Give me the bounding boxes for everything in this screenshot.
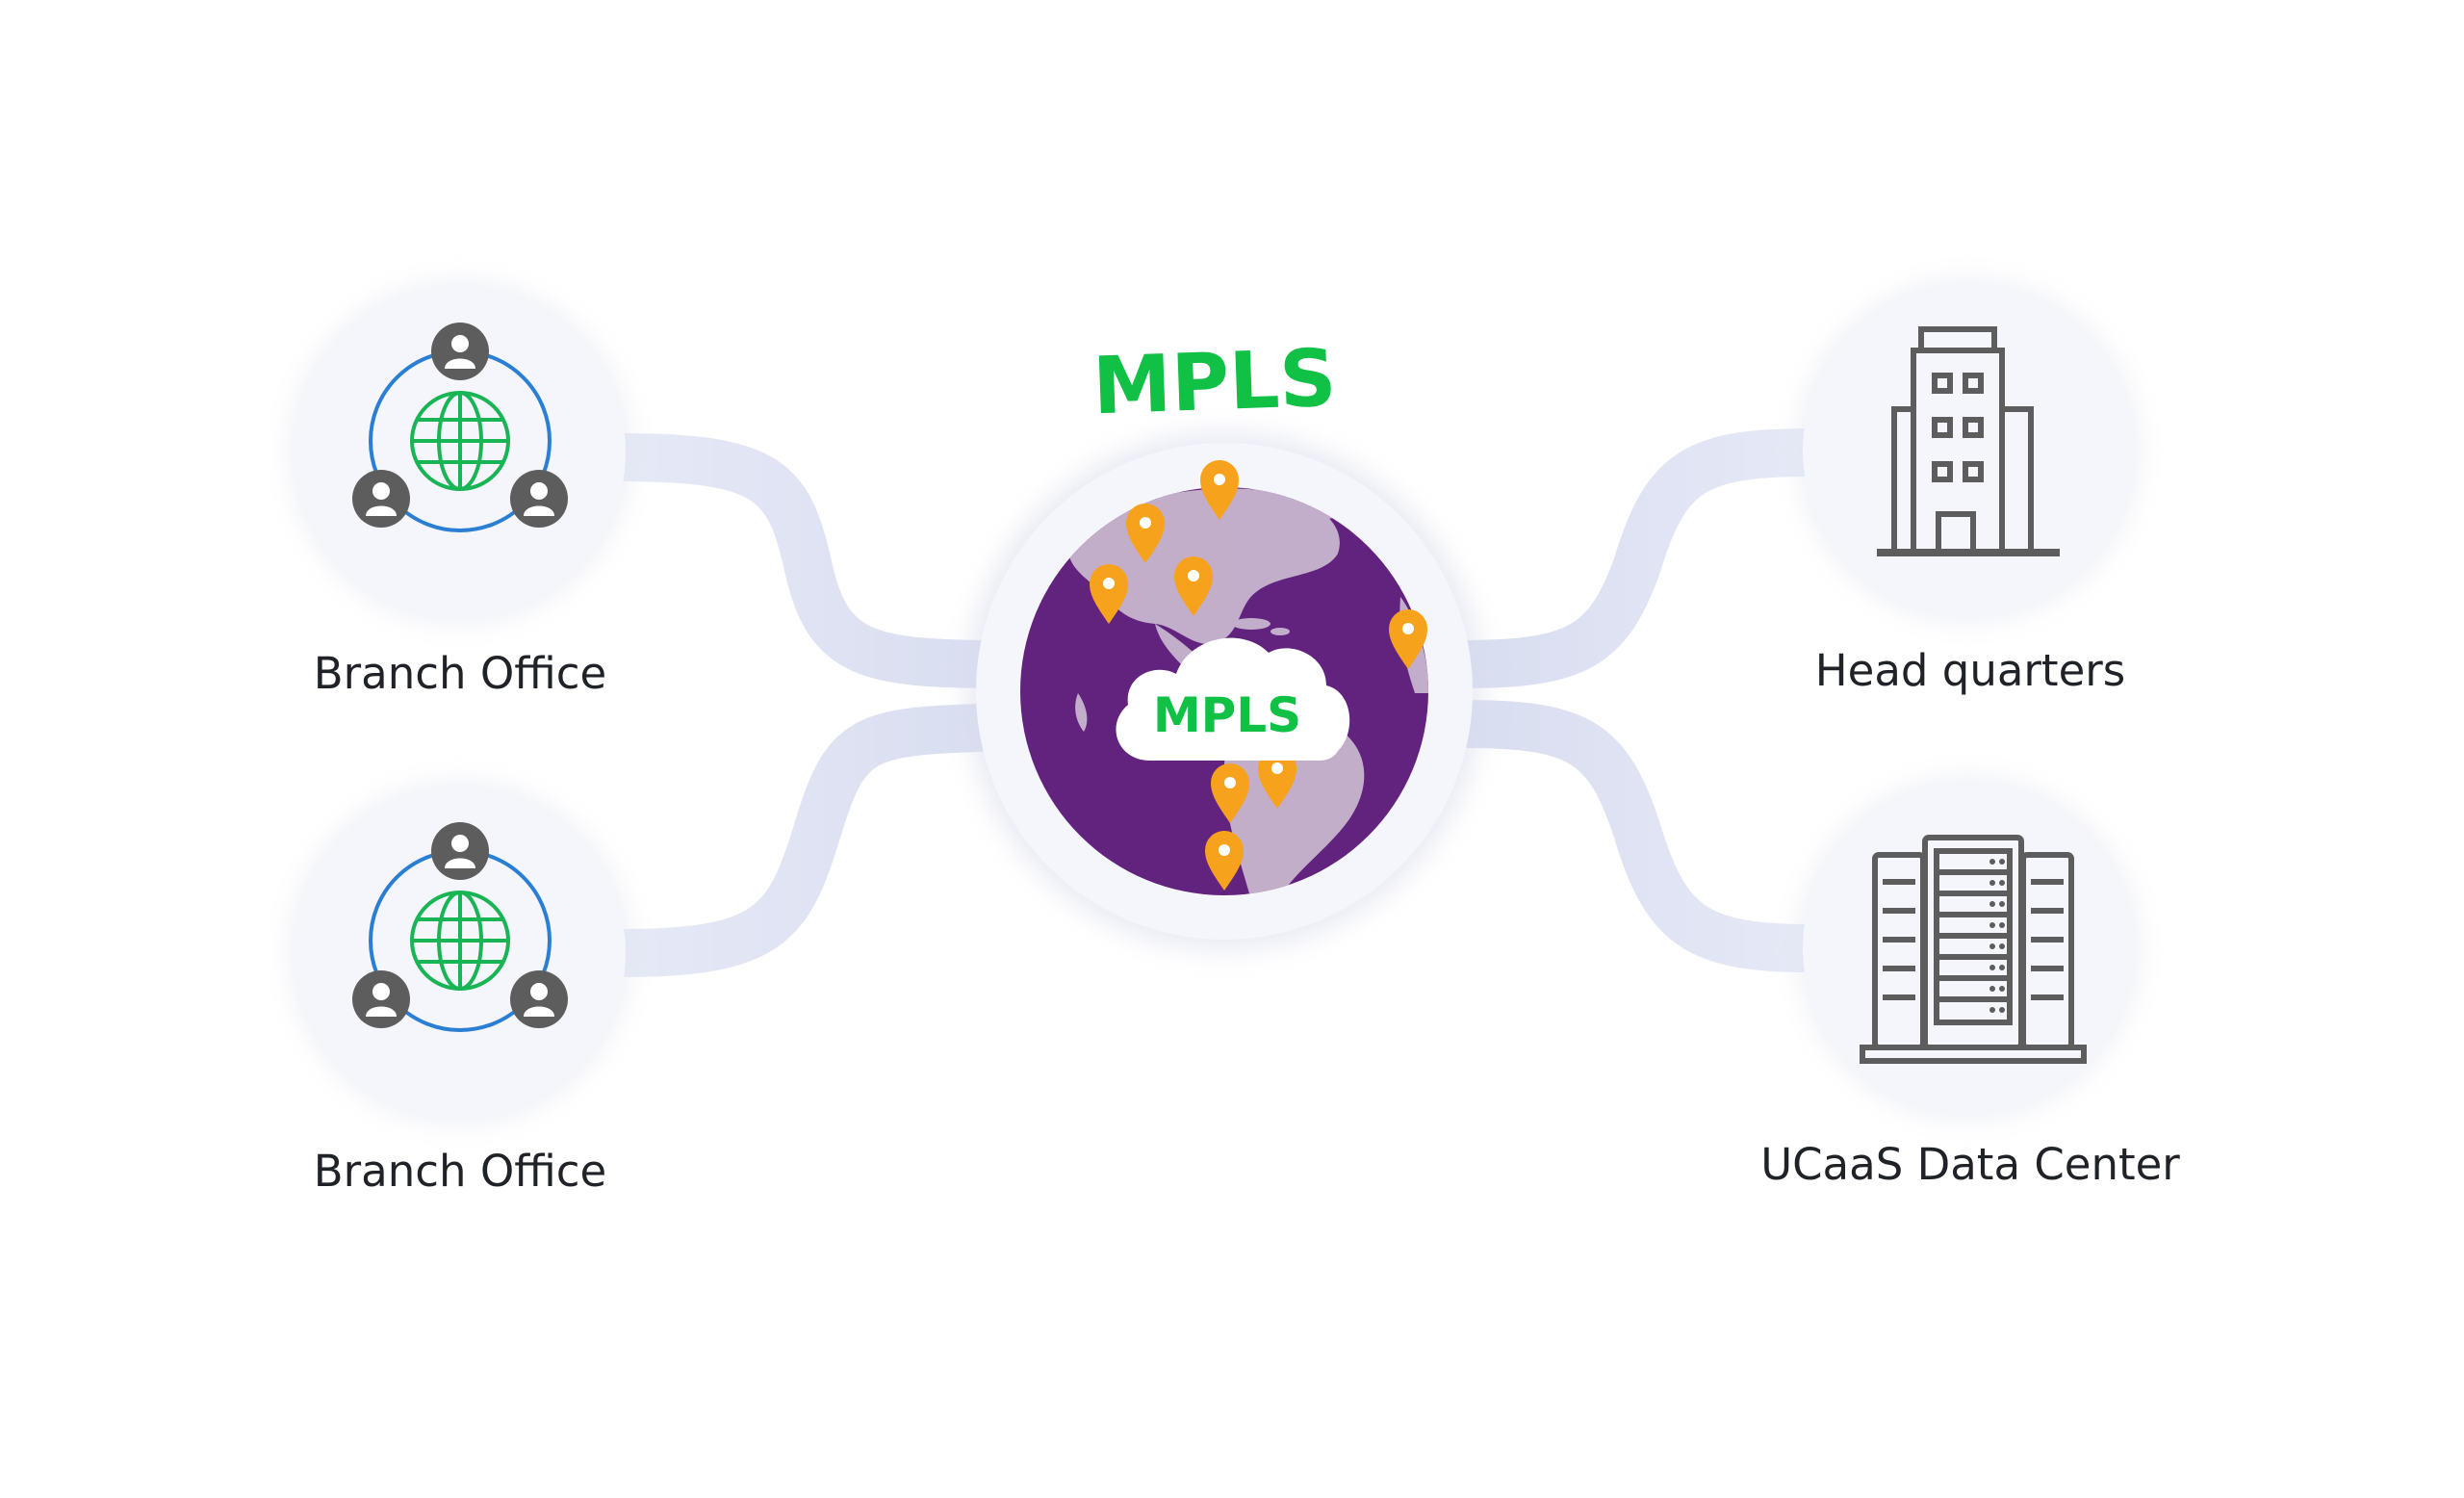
- cloud-icon: [1116, 637, 1350, 761]
- diagram-title: MPLS: [1091, 333, 1338, 433]
- node-label: Branch Office: [314, 648, 606, 699]
- node-branch-office-1: Branch Office: [291, 283, 629, 699]
- office-building-icon: [1877, 326, 2060, 556]
- connector-headquarters: [1462, 428, 1810, 688]
- node-label: Head quarters: [1815, 645, 2125, 696]
- node-ucaas-data-center: UCaaS Data Center: [1760, 779, 2180, 1190]
- mpls-hub: MPLS: [966, 433, 1482, 949]
- node-headquarters: Head quarters: [1799, 281, 2138, 696]
- connector-lines: [620, 428, 1810, 977]
- server-rack-icon: [1860, 835, 2087, 1064]
- node-branch-office-2: Branch Office: [291, 784, 629, 1197]
- server-status-lights: [1989, 859, 2005, 1013]
- cloud-label: MPLS: [1153, 687, 1301, 743]
- node-label: UCaaS Data Center: [1760, 1139, 2180, 1190]
- connector-branch-2: [620, 703, 1002, 977]
- network-users-icon: [352, 822, 568, 1032]
- network-users-icon: [352, 323, 568, 532]
- connector-branch-1: [620, 433, 1002, 688]
- node-label: Branch Office: [314, 1146, 606, 1197]
- connector-data-center: [1462, 700, 1810, 972]
